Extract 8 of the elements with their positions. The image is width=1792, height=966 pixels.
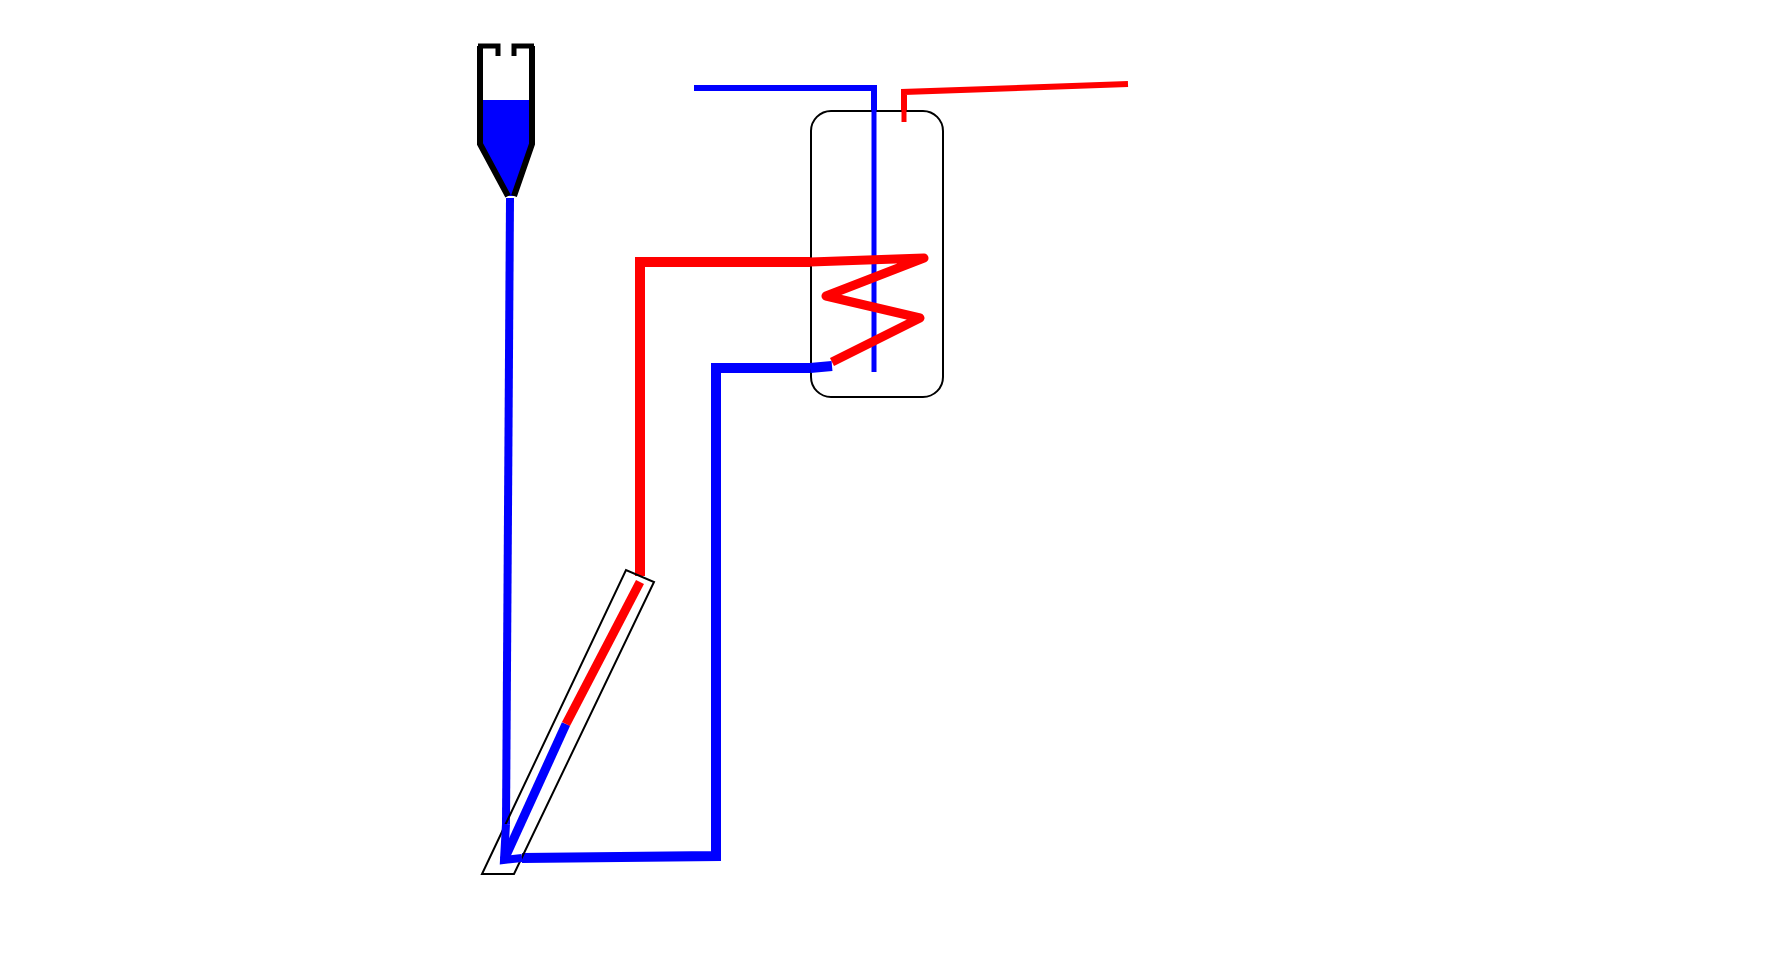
reservoir-vessel xyxy=(476,40,536,200)
coil-vessel xyxy=(810,110,944,398)
pipe-line xyxy=(635,257,810,576)
pipe-line xyxy=(694,85,877,110)
pipe-line xyxy=(521,363,810,863)
inclined-tube xyxy=(480,568,656,876)
pipe-line xyxy=(901,81,1129,110)
pipe-line xyxy=(502,197,514,825)
